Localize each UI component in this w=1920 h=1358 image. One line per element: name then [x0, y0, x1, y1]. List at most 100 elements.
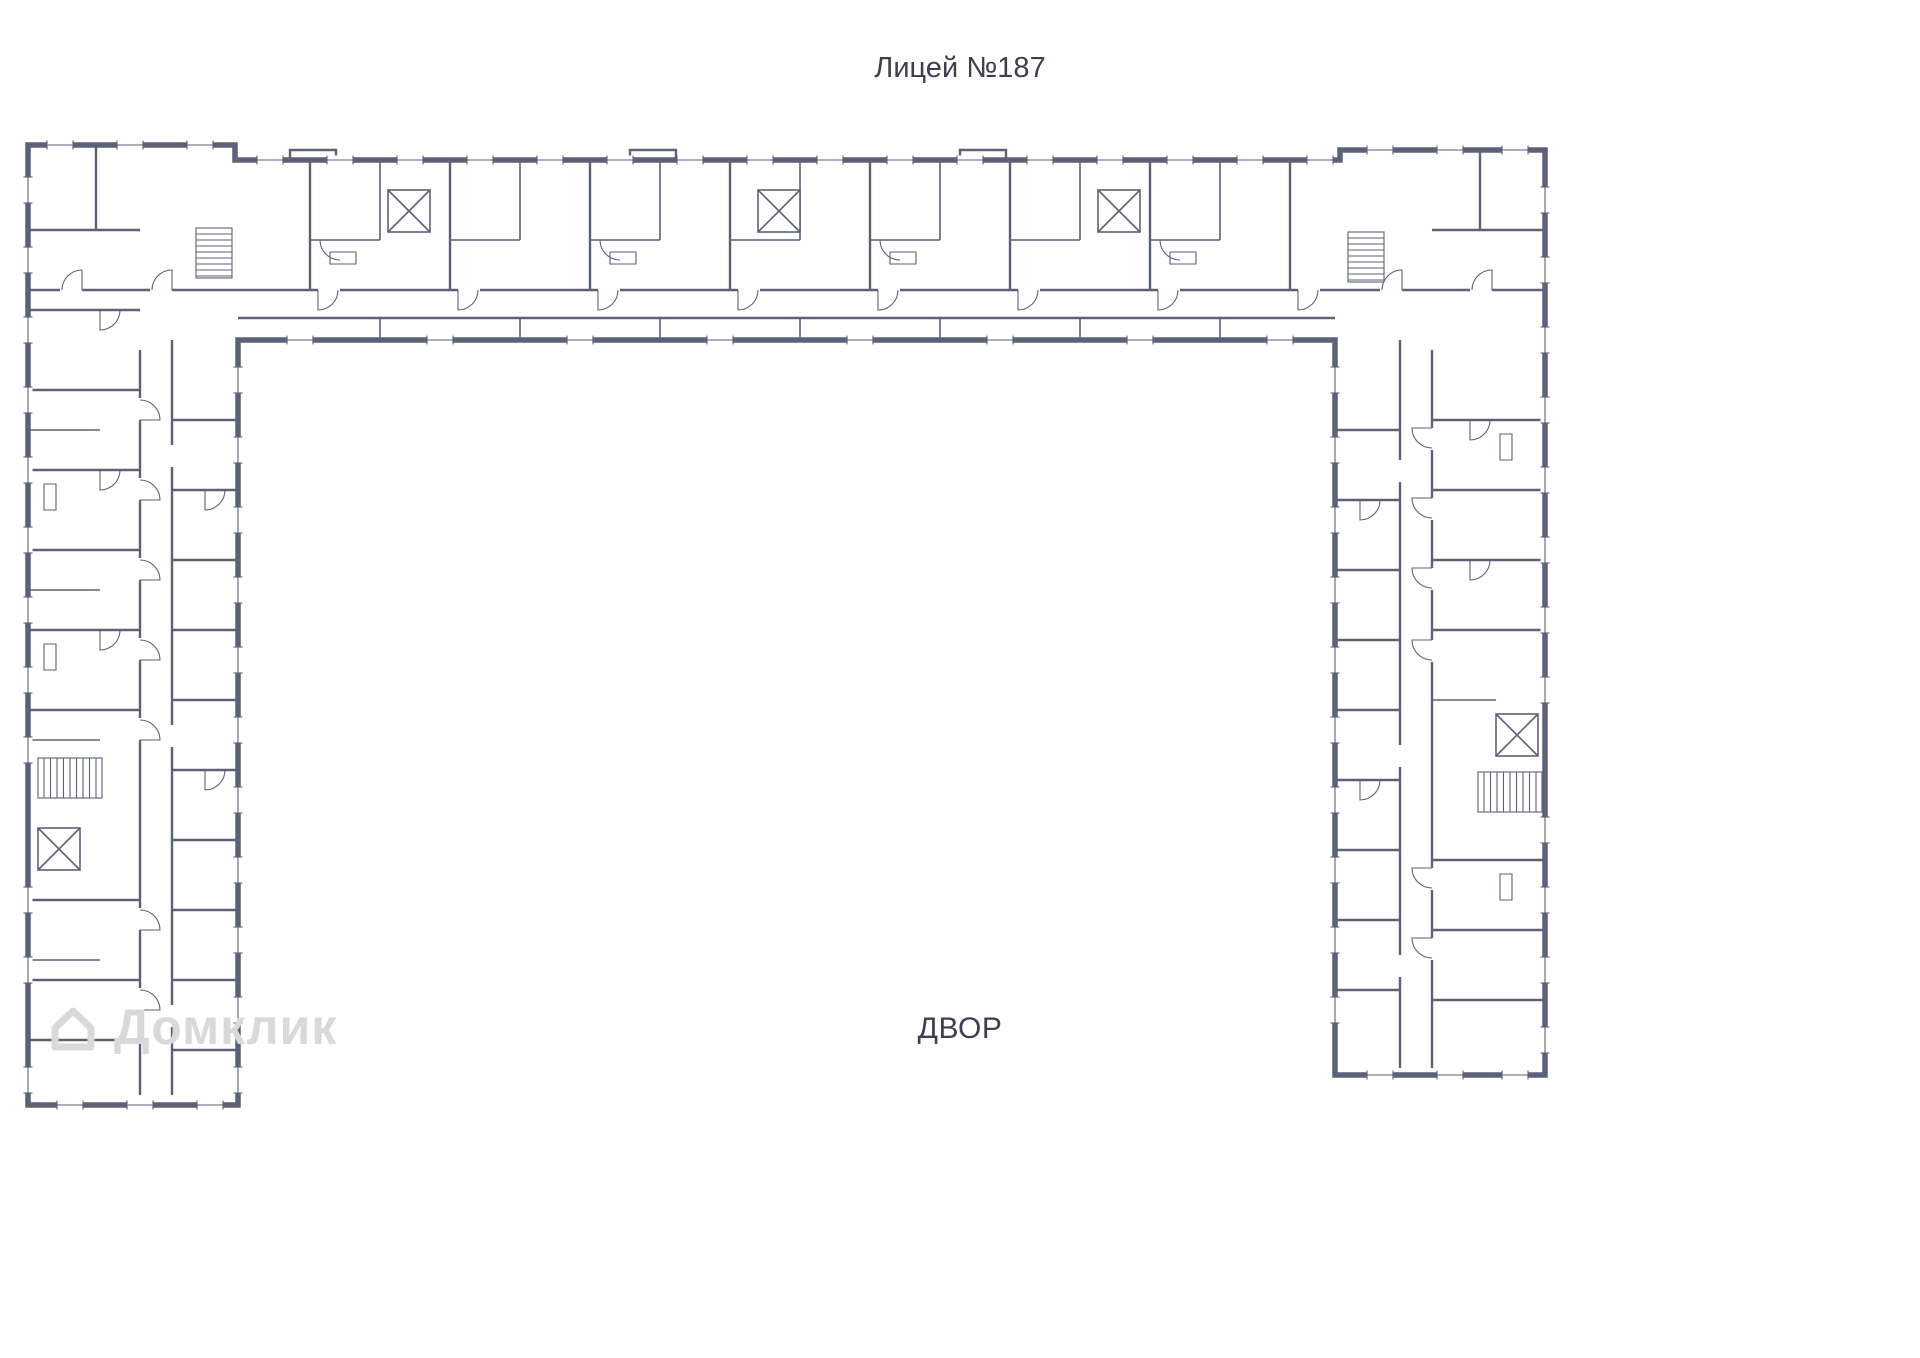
- window-icon: [986, 334, 1014, 346]
- window-icon: [22, 526, 34, 554]
- window-icon: [1436, 1069, 1464, 1081]
- bath-fixtures: [43, 251, 1513, 901]
- top-wing-unit-walls: [308, 160, 1292, 290]
- elevator-icon: [387, 189, 431, 233]
- window-icon: [22, 246, 34, 274]
- window-icon: [886, 154, 914, 166]
- window-icon: [1501, 144, 1529, 156]
- building-outline: [25, 142, 1548, 1108]
- window-icon: [1096, 154, 1124, 166]
- window-icon: [56, 1099, 84, 1111]
- window-icon: [1026, 154, 1054, 166]
- window-icon: [22, 1066, 34, 1094]
- window-icon: [232, 716, 244, 744]
- window-icon: [1329, 856, 1341, 884]
- stairs-icon: [1347, 231, 1385, 283]
- door-arc-icon: [1411, 937, 1433, 959]
- door-arc-icon: [139, 719, 161, 741]
- window-icon: [1329, 506, 1341, 534]
- balcony-tabs: [288, 148, 1008, 160]
- stairs-icon: [195, 227, 233, 279]
- door-arc-icon: [1157, 289, 1179, 311]
- door-arc-icon: [1381, 269, 1403, 291]
- fixtures: [43, 251, 1513, 901]
- window-icon: [606, 154, 634, 166]
- door-arc-icon: [1411, 639, 1433, 661]
- window-icon: [232, 576, 244, 604]
- window-icon: [466, 154, 494, 166]
- door-arc-icon: [99, 629, 121, 651]
- corridor-wall-left-wing: [138, 340, 174, 1095]
- window-icon: [232, 366, 244, 394]
- window-icon: [1126, 334, 1154, 346]
- windows: [22, 139, 1551, 1111]
- domclick-house-icon: [51, 1007, 95, 1051]
- window-icon: [1236, 154, 1264, 166]
- door-arc-icon: [1017, 289, 1039, 311]
- door-arc-icon: [139, 909, 161, 931]
- window-icon: [22, 736, 34, 764]
- window-icon: [232, 1066, 244, 1094]
- elevator-icon: [757, 189, 801, 233]
- window-icon: [126, 1099, 154, 1111]
- elevator-icon: [1097, 189, 1141, 233]
- window-icon: [1501, 1069, 1529, 1081]
- window-icon: [46, 139, 74, 151]
- window-icon: [1539, 326, 1551, 354]
- window-icon: [196, 1099, 224, 1111]
- window-icon: [1366, 144, 1394, 156]
- window-icon: [1266, 334, 1294, 346]
- window-icon: [1329, 436, 1341, 464]
- window-icon: [536, 154, 564, 166]
- window-icon: [22, 316, 34, 344]
- door-arc-icon: [1411, 567, 1433, 589]
- window-icon: [1539, 536, 1551, 564]
- door-arc-icon: [1359, 779, 1381, 801]
- door-arc-icon: [1297, 289, 1319, 311]
- window-icon: [1539, 396, 1551, 424]
- window-icon: [1329, 716, 1341, 744]
- window-icon: [1539, 186, 1551, 214]
- corridor-wall-top-wing: [28, 288, 1545, 320]
- door-arc-icon: [597, 289, 619, 311]
- door-arc-icon: [1411, 427, 1433, 449]
- window-icon: [1329, 646, 1341, 674]
- window-icon: [1329, 366, 1341, 394]
- door-arc-icon: [317, 289, 339, 311]
- corridor-wall-right-wing: [1398, 340, 1434, 1068]
- door-arc-icon: [139, 559, 161, 581]
- door-arc-icon: [151, 269, 173, 291]
- window-icon: [746, 154, 774, 166]
- door-arc-icon: [1411, 497, 1433, 519]
- window-icon: [956, 154, 984, 166]
- school-label: Лицей №187: [874, 52, 1046, 84]
- door-arc-icon: [1411, 867, 1433, 889]
- window-icon: [116, 139, 144, 151]
- window-icon: [1366, 1069, 1394, 1081]
- window-icon: [232, 786, 244, 814]
- window-icon: [1539, 256, 1551, 284]
- top-wing-room-walls: [310, 160, 1221, 340]
- window-icon: [1539, 466, 1551, 494]
- door-arc-icon: [1469, 559, 1491, 581]
- window-icon: [22, 456, 34, 484]
- door-arc-icon: [204, 769, 226, 791]
- window-icon: [186, 139, 214, 151]
- stairs-icon: [37, 757, 103, 799]
- window-icon: [22, 596, 34, 624]
- window-icon: [1329, 786, 1341, 814]
- window-icon: [1329, 926, 1341, 954]
- door-arc-icon: [737, 289, 759, 311]
- door-arc-icon: [599, 239, 621, 261]
- window-icon: [232, 506, 244, 534]
- window-icon: [1329, 576, 1341, 604]
- door-arc-icon: [99, 469, 121, 491]
- window-icon: [1539, 886, 1551, 914]
- window-icon: [232, 646, 244, 674]
- exterior-walls: [25, 142, 1548, 1108]
- door-arc-icon: [1469, 419, 1491, 441]
- door-arc-icon: [879, 239, 901, 261]
- courtyard-label: ДВОР: [917, 1012, 1003, 1045]
- door-arc-icon: [877, 289, 899, 311]
